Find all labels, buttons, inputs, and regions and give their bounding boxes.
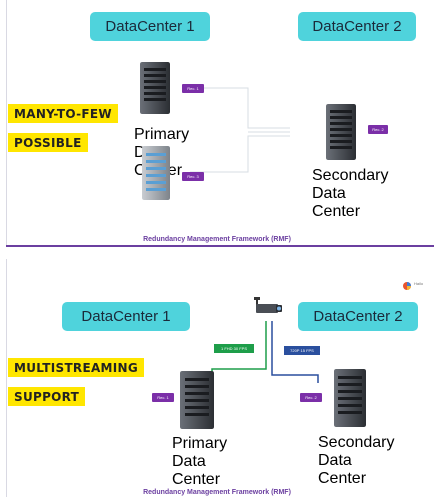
company-logo: Hailo (402, 279, 428, 297)
secondary-server (334, 369, 366, 427)
recorder-2-tag: Rec. 2 (368, 125, 388, 134)
slide-many-to-few: DataCenter 1 DataCenter 2 MANY-TO-FEW PO… (6, 0, 434, 247)
backup-server (142, 146, 170, 200)
secondary-server (326, 104, 356, 160)
primary-server-caption: Primary Data Center (172, 435, 228, 488)
primary-server-caption: Primary Data Center (134, 126, 190, 179)
datacenter-1-label: DataCenter 1 (62, 302, 190, 331)
datacenter-1-label: DataCenter 1 (90, 12, 210, 41)
logo-text: Hailo (414, 281, 424, 286)
secondary-server-caption: Secondary Data Center (312, 167, 389, 220)
slide-footer: Redundancy Management Framework (RMF) (143, 236, 291, 243)
connection-lines (190, 87, 290, 173)
datacenter-2-label: DataCenter 2 (298, 302, 418, 331)
secondary-server-caption: Secondary Data Center (318, 434, 395, 487)
primary-server (180, 371, 214, 429)
recorder-1-tag: Rec. 1 (152, 393, 174, 402)
server-rack-icon (180, 371, 214, 429)
security-camera (252, 295, 284, 324)
stream-2-fps-tag: 720P 15 FPS (284, 346, 320, 355)
server-rack-icon (142, 146, 170, 200)
server-rack-icon (334, 369, 366, 427)
feature-title-line-1: MULTISTREAMING (8, 358, 145, 377)
datacenter-2-label: DataCenter 2 (298, 12, 416, 41)
stream-lines (211, 321, 319, 387)
security-camera-icon (254, 297, 282, 313)
slide-footer: Redundancy Management Framework (RMF) (143, 489, 291, 496)
recorder-3-tag: Rec. 3 (182, 172, 204, 181)
recorder-1-tag: Rec. 1 (182, 84, 204, 93)
slide-separator (0, 249, 434, 259)
stream-1-fps-tag: 1 FHD 30 FPS (214, 344, 254, 353)
slide-bottom-border (6, 245, 434, 247)
company-logo-icon (403, 282, 411, 290)
primary-server (140, 62, 170, 114)
slide-left-border (6, 259, 7, 497)
slide-multistreaming: Hailo DataCenter 1 DataCenter 2 MULTISTR… (0, 259, 434, 497)
feature-title-line-2: POSSIBLE (8, 133, 88, 152)
recorder-2-tag: Rec. 2 (300, 393, 322, 402)
server-rack-icon (140, 62, 170, 114)
feature-title-line-1: MANY-TO-FEW (8, 104, 118, 123)
feature-title-line-2: SUPPORT (8, 387, 86, 406)
slide-left-border (6, 0, 7, 245)
server-rack-icon (326, 104, 356, 160)
